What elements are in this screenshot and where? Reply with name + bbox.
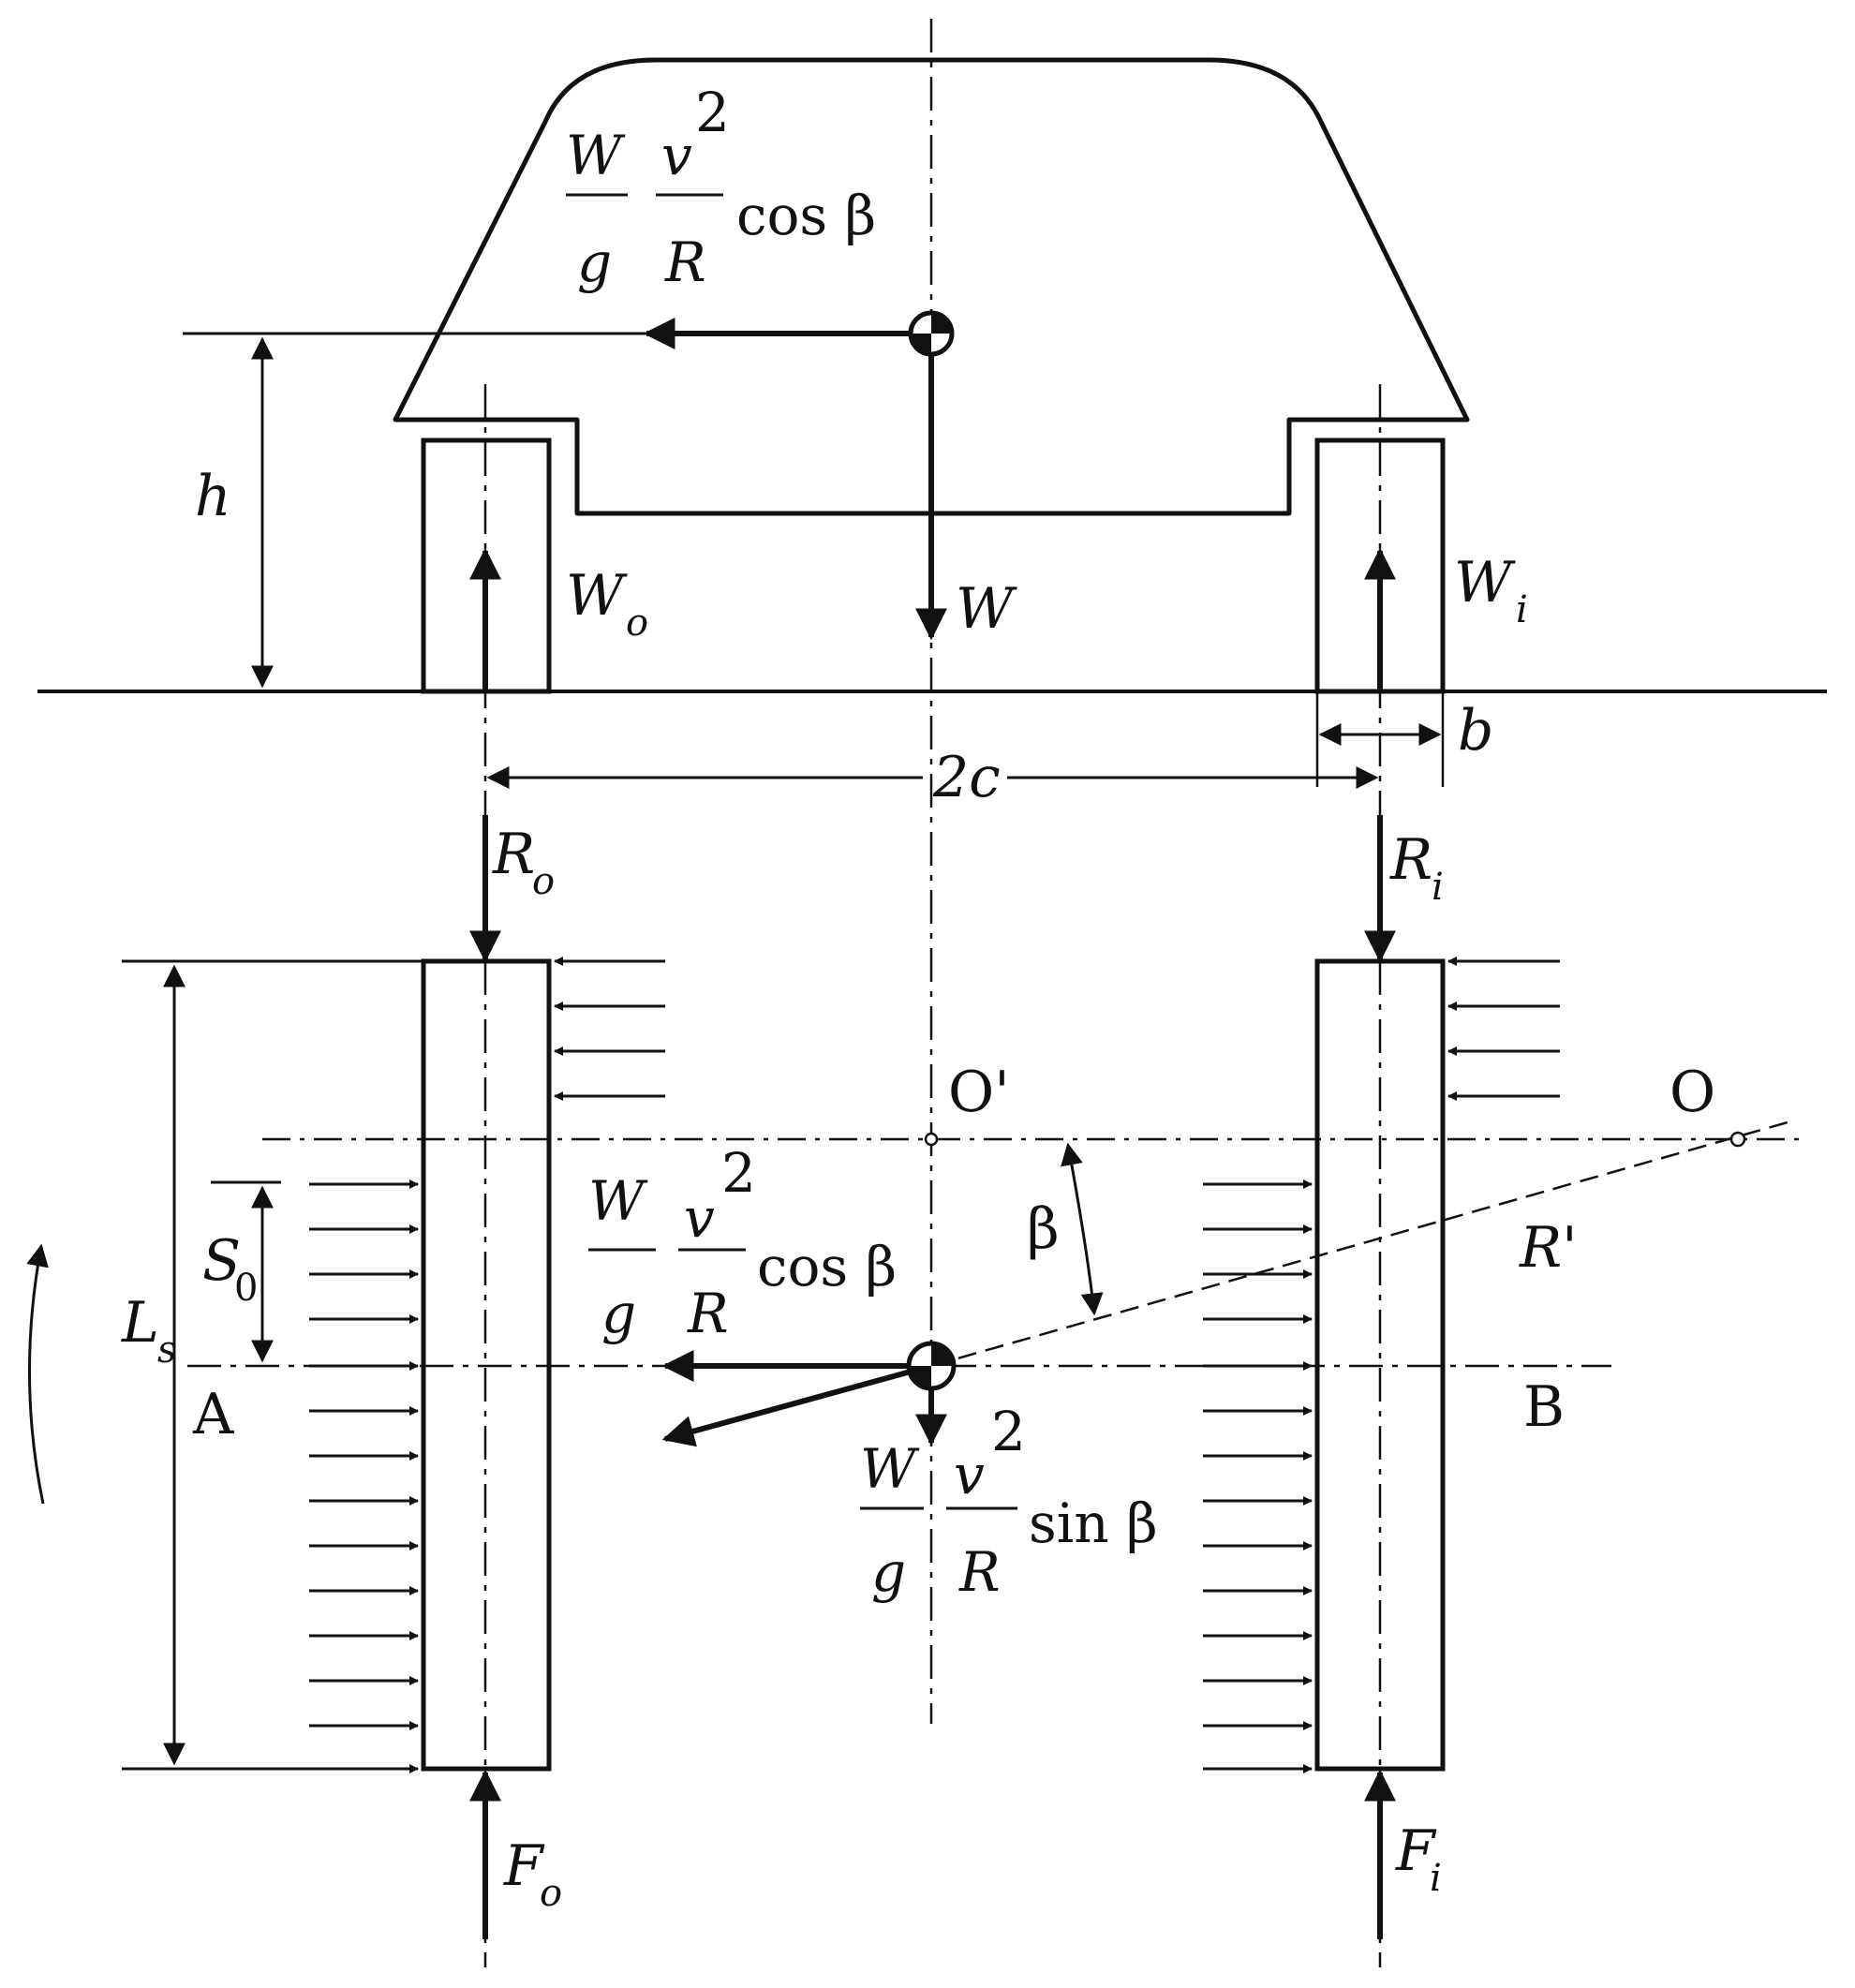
svg-text:2: 2 — [695, 81, 730, 144]
label-ls: L s — [121, 1290, 177, 1372]
outer-wheel-lateral-load-right — [554, 957, 665, 1101]
svg-text:cos β: cos β — [757, 1235, 897, 1298]
svg-text:o: o — [532, 860, 555, 903]
label-o: O — [1670, 1060, 1715, 1125]
centrifugal-resultant-arrow — [661, 1369, 912, 1447]
svg-text:cos β: cos β — [736, 184, 876, 247]
inner-wheel-lateral-load-left — [1203, 1179, 1313, 1773]
svg-text:0: 0 — [234, 1267, 258, 1310]
label-o-prime: O' — [948, 1060, 1010, 1125]
svg-text:R: R — [664, 230, 706, 294]
svg-text:s: s — [157, 1328, 177, 1372]
formula-top-cos: W g v 2 R cos β — [566, 81, 876, 294]
svg-text:2: 2 — [721, 1141, 756, 1205]
svg-text:i: i — [1432, 866, 1444, 909]
svg-text:g: g — [871, 1540, 906, 1604]
label-a: A — [192, 1382, 234, 1447]
label-fo: F o — [503, 1833, 562, 1915]
svg-text:v: v — [954, 1443, 985, 1506]
label-fi: F i — [1395, 1818, 1442, 1900]
label-ri: R i — [1389, 827, 1444, 909]
label-b-point: B — [1523, 1374, 1565, 1440]
svg-text:W: W — [1454, 550, 1516, 616]
svg-text:i: i — [1516, 588, 1528, 631]
svg-text:v: v — [661, 124, 692, 187]
label-wi: W i — [1454, 550, 1528, 631]
label-r-prime: R' — [1519, 1215, 1578, 1281]
svg-text:W: W — [566, 563, 628, 629]
front-view: h W W o W i b 2c W g v 2 R cos β — [37, 19, 1827, 1967]
svg-text:2: 2 — [991, 1400, 1026, 1463]
label-w: W — [956, 576, 1017, 642]
beta-angle-arc — [1061, 1142, 1104, 1316]
o-prime-point — [924, 1132, 939, 1147]
svg-text:R: R — [492, 822, 535, 887]
svg-text:g: g — [601, 1282, 636, 1345]
svg-text:S: S — [202, 1228, 241, 1294]
label-beta: β — [1027, 1196, 1060, 1262]
top-view: R o R i O' O β R' S 0 L s A B F o F i — [26, 815, 1808, 1939]
svg-text:R: R — [687, 1282, 729, 1345]
svg-text:R: R — [1389, 827, 1432, 893]
svg-text:R: R — [958, 1540, 1001, 1604]
svg-text:W: W — [588, 1169, 648, 1233]
label-wo: W o — [566, 563, 648, 645]
cg-symbol-top — [908, 310, 955, 357]
label-h: h — [195, 464, 231, 529]
inner-wheel-lateral-load-right — [1447, 957, 1560, 1101]
label-s0: S 0 — [202, 1228, 258, 1310]
label-ro: R o — [492, 822, 555, 903]
rotation-arrow — [26, 1243, 49, 1505]
label-2c: 2c — [932, 745, 1001, 810]
svg-text:L: L — [121, 1290, 159, 1356]
label-b: b — [1458, 698, 1493, 764]
cg-symbol-bottom — [906, 1341, 957, 1391]
o-point — [1729, 1131, 1746, 1148]
svg-text:i: i — [1430, 1857, 1442, 1900]
svg-text:F: F — [1395, 1818, 1437, 1884]
svg-text:F: F — [503, 1833, 545, 1899]
formula-mid-cos: W g v 2 R cos β — [588, 1141, 897, 1345]
formula-mid-sin: W g v 2 R sin β — [860, 1400, 1158, 1604]
svg-text:o: o — [540, 1872, 562, 1915]
svg-text:v: v — [684, 1186, 715, 1250]
r-prime-line — [930, 1119, 1795, 1368]
svg-text:W: W — [566, 124, 626, 187]
svg-text:sin β: sin β — [1029, 1491, 1158, 1555]
outer-wheel-lateral-load-left — [309, 1179, 419, 1773]
svg-text:W: W — [860, 1437, 920, 1501]
svg-text:g: g — [577, 230, 612, 294]
vehicle-body — [393, 57, 1470, 516]
svg-text:o: o — [626, 601, 648, 645]
